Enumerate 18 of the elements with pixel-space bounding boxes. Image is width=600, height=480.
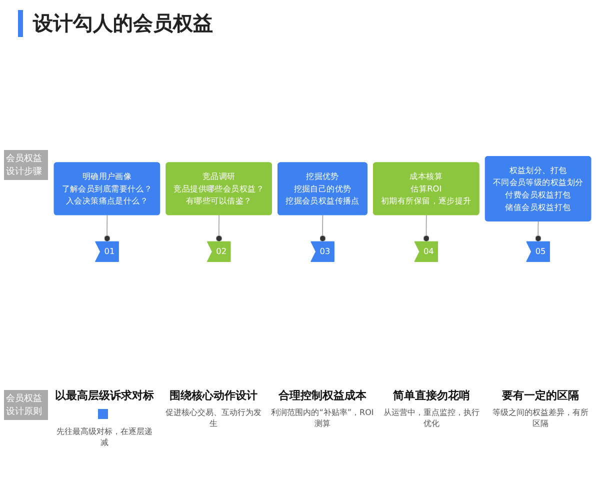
connector [104, 214, 110, 242]
legend-text: 先往最高级对标，在逐层递减 [56, 426, 154, 448]
connector [535, 220, 542, 242]
principle-title: 要有一定的区隔 [502, 388, 579, 403]
side-label: 会员权益设计原则 [4, 390, 48, 420]
connector [320, 214, 326, 242]
principle-description: 等级之间的权益差异，有所区隔 [492, 407, 590, 429]
side-label: 会员权益设计步骤 [4, 150, 48, 180]
connector [216, 214, 222, 242]
principle-description: 从运营中，重点监控，执行优化 [382, 407, 480, 429]
principle-description: 利润范围内的“补贴率”，ROI测算 [271, 407, 374, 429]
principle-title: 以最高层级诉求对标 [55, 388, 154, 403]
principle-title: 围绕核心动作设计 [170, 388, 258, 403]
title: 设计勾人的会员权益 [18, 10, 213, 37]
principle-title: 合理控制权益成本 [278, 388, 366, 403]
principle-description: 促进核心交易、互动行为发生 [164, 407, 262, 429]
principle-title: 简单直接勿花哨 [393, 388, 470, 403]
connector [423, 214, 430, 242]
